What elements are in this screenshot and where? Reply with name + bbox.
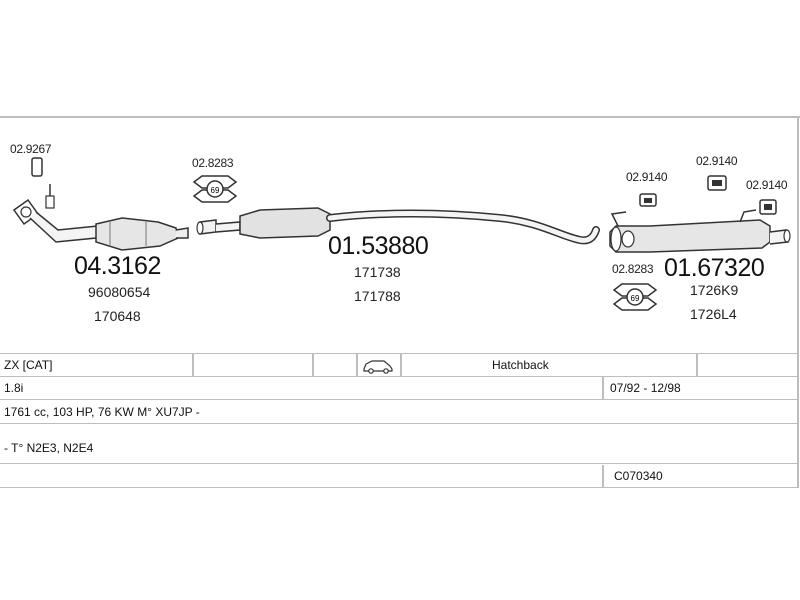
catalyst-part-number: 04.3162 — [74, 252, 161, 280]
code-cell: C070340 — [614, 469, 663, 483]
sleeve-drawing — [196, 219, 217, 235]
sensor-part-number: 02.9267 — [10, 142, 52, 156]
rear-silencer-drawing — [609, 209, 791, 253]
hanger-right-part-number: 02.9140 — [746, 178, 788, 192]
clamp-rear-drawing — [612, 283, 658, 311]
clamp-front-part-number: 02.8283 — [192, 156, 234, 170]
engine-cell: 1.8i — [4, 381, 24, 395]
clamp-rear-part-number: 02.8283 — [612, 262, 654, 276]
rear-silencer-part-number: 01.67320 — [664, 254, 765, 282]
column-divider — [312, 354, 314, 376]
middle-silencer-ref-1: 171738 — [354, 264, 401, 280]
column-divider — [400, 354, 402, 376]
column-divider — [192, 354, 194, 376]
column-divider — [696, 354, 698, 376]
catalyst-drawing — [12, 198, 189, 251]
clamp-front-badge: 69 — [211, 186, 220, 195]
catalyst-ref-1: 96080654 — [88, 284, 151, 300]
top-border — [0, 116, 800, 118]
column-divider — [356, 354, 358, 376]
middle-silencer-drawing — [215, 207, 600, 245]
hanger-left-part-number: 02.9140 — [626, 170, 668, 184]
clamp-front-drawing — [192, 175, 238, 203]
table-row-code: C070340 — [0, 465, 797, 488]
production-cell: 07/92 - 12/98 — [610, 381, 681, 395]
specs-cell: 1761 cc, 103 HP, 76 KW M° XU7JP - — [4, 405, 200, 419]
table-row-specs: 1761 cc, 103 HP, 76 KW M° XU7JP - — [0, 401, 797, 424]
table-row-engine: 1.8i 07/92 - 12/98 — [0, 377, 797, 400]
catalyst-ref-2: 170648 — [94, 308, 141, 324]
hanger-left-drawing — [639, 193, 657, 207]
oxygen-sensor-drawing — [31, 157, 55, 209]
body-type-cell: Hatchback — [492, 358, 549, 372]
clamp-rear-badge: 69 — [631, 294, 640, 303]
table-row-model: ZX [CAT] Hatchback — [0, 353, 797, 377]
column-divider — [602, 465, 604, 487]
column-divider — [602, 377, 604, 399]
middle-silencer-ref-2: 171788 — [354, 288, 401, 304]
right-border — [797, 116, 799, 488]
exhaust-diagram: 69 69 02.9267 02.8283 02.9140 02.9140 02… — [0, 118, 800, 353]
model-cell: ZX [CAT] — [4, 358, 53, 372]
middle-silencer-part-number: 01.53880 — [328, 232, 429, 260]
table-row-types: - T° N2E3, N2E4 — [0, 425, 797, 464]
rear-silencer-ref-2: 1726L4 — [690, 306, 737, 322]
car-icon — [362, 354, 394, 376]
hanger-middle-part-number: 02.9140 — [696, 154, 738, 168]
hanger-right-drawing — [759, 199, 777, 215]
hanger-middle-drawing — [707, 175, 727, 191]
rear-silencer-ref-1: 1726K9 — [690, 282, 739, 298]
types-cell: - T° N2E3, N2E4 — [4, 441, 94, 455]
